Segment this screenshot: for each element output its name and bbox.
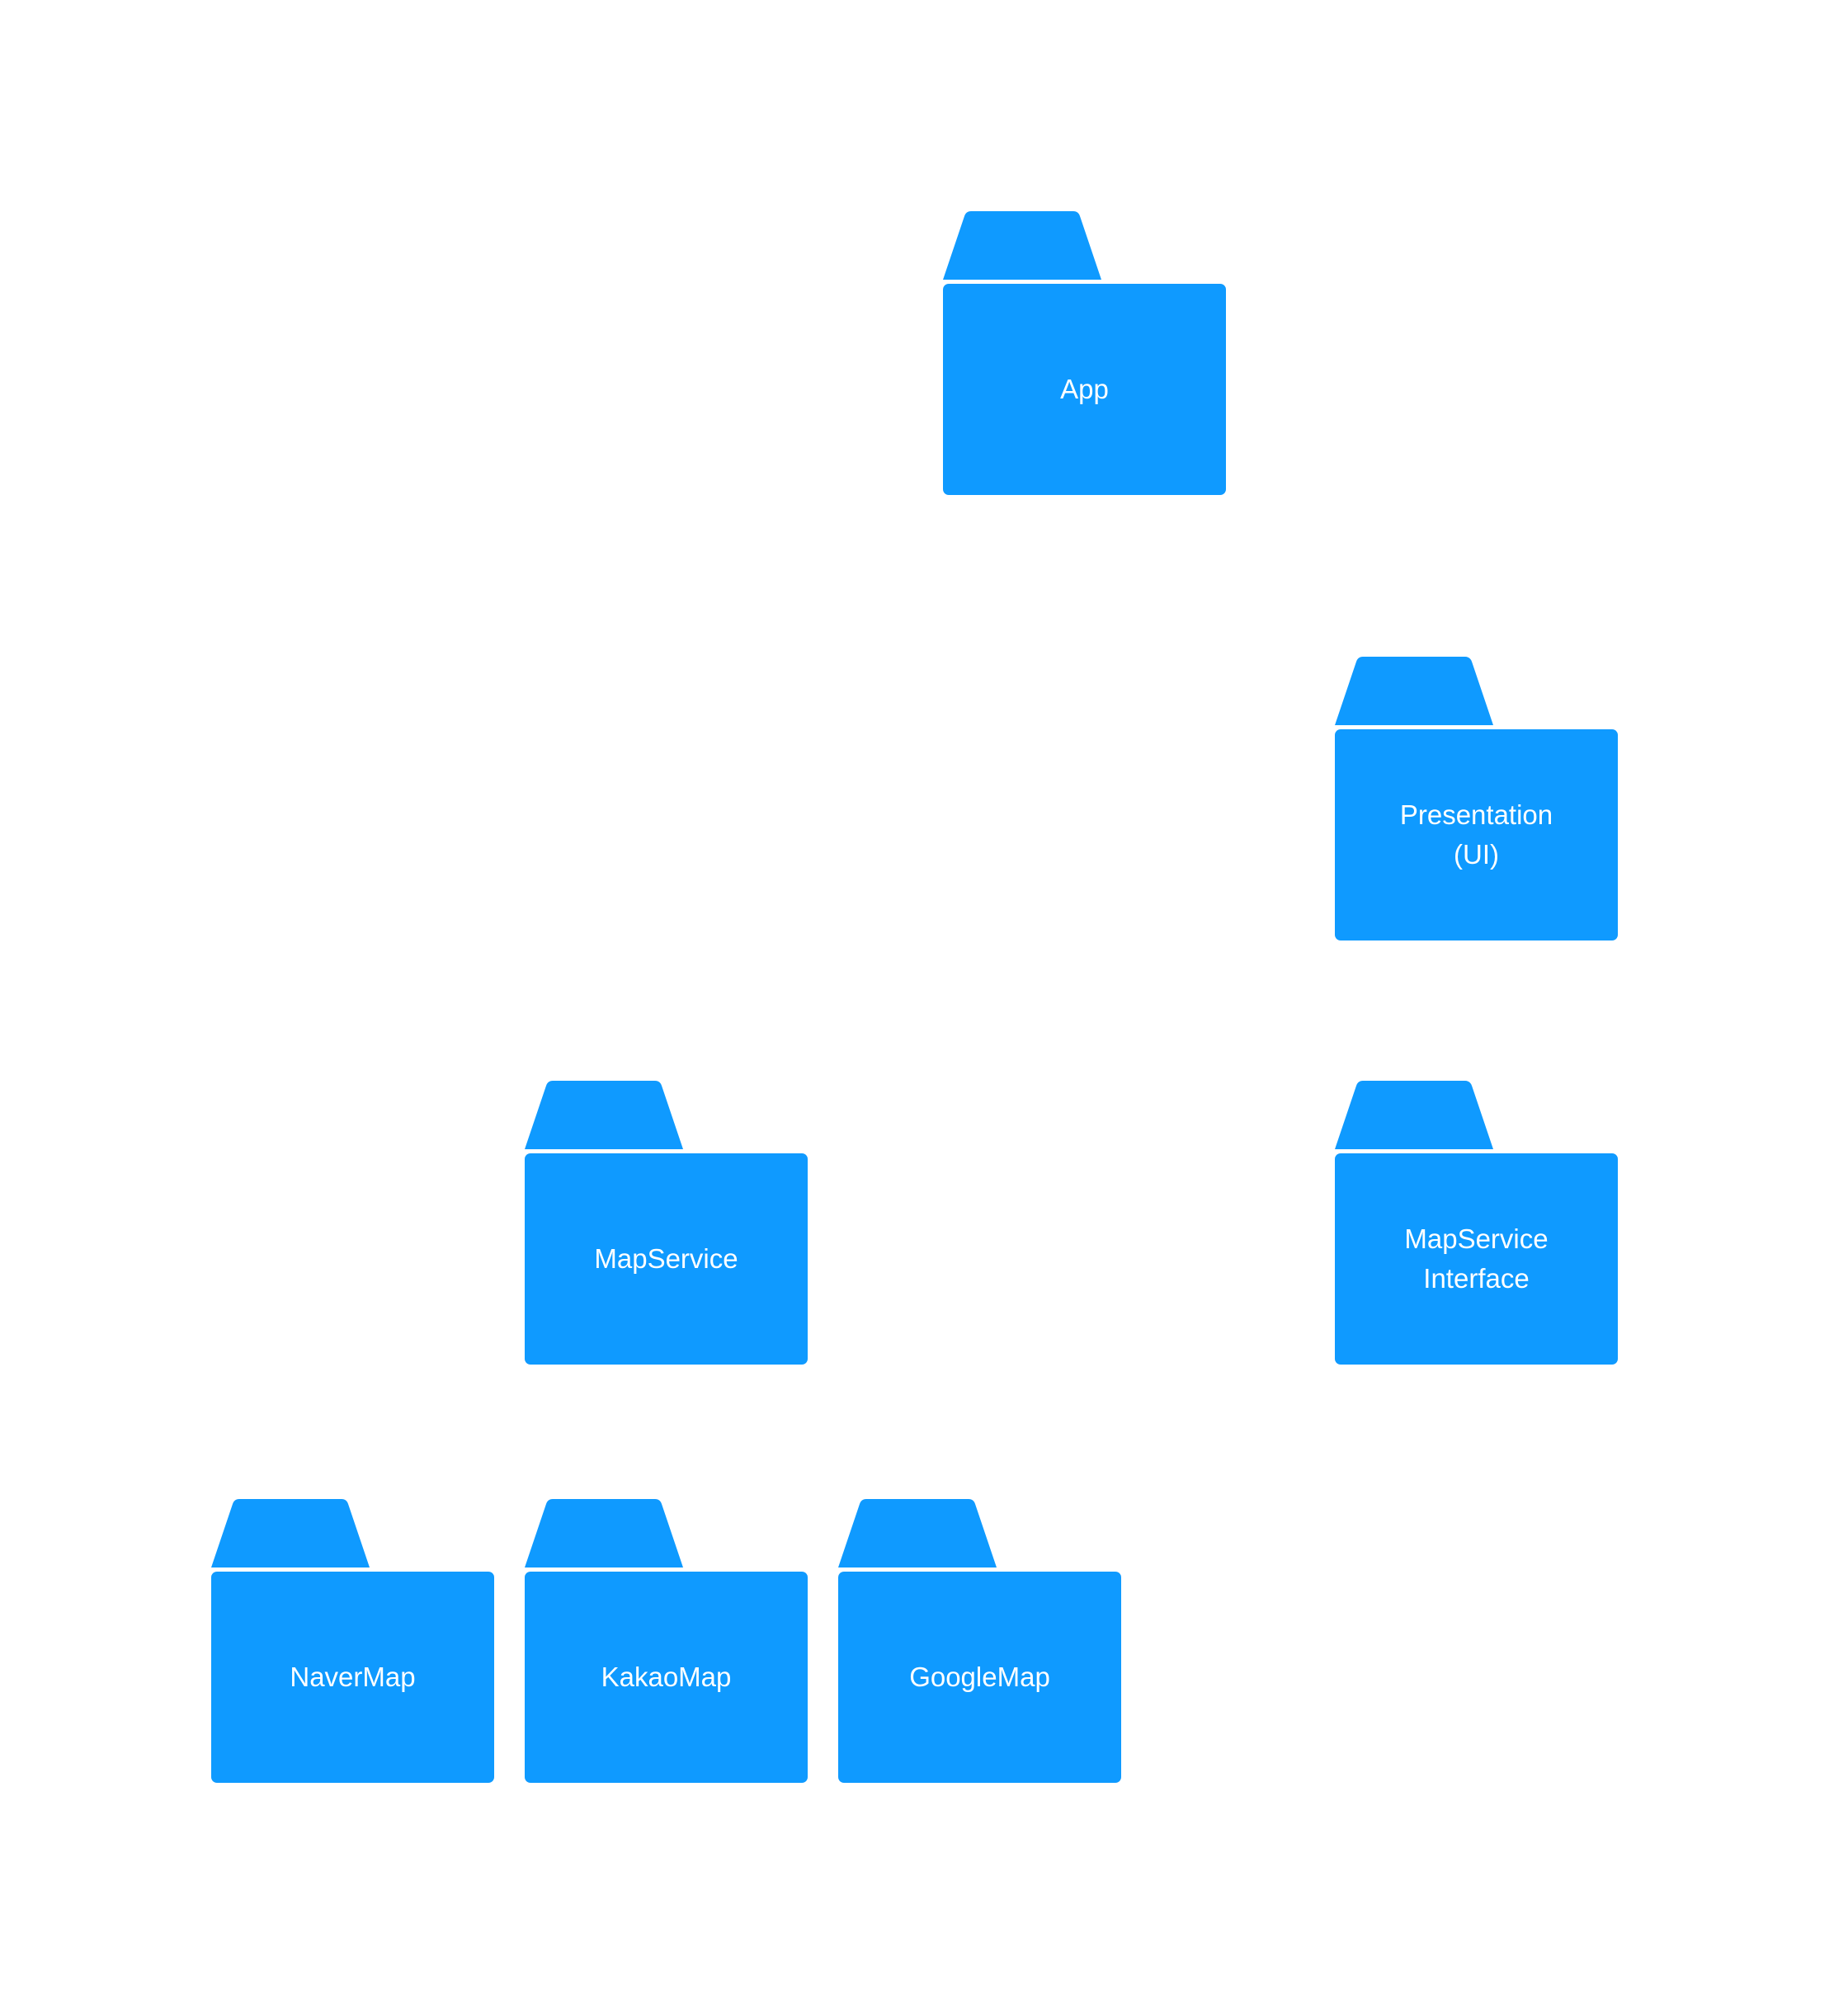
folder-label-app: App (1060, 374, 1109, 404)
folder-tab-icon (1335, 1081, 1493, 1149)
folder-label-presentation: Presentation (UI) (1399, 799, 1553, 870)
folder-mapservice: MapService (525, 1081, 808, 1365)
folder-kakaomap: KakaoMap (525, 1499, 808, 1783)
folder-label-mapservice-interface: MapService Interface (1404, 1223, 1549, 1294)
folder-body: NaverMap (211, 1572, 494, 1783)
folder-label-navermap: NaverMap (290, 1662, 416, 1692)
folder-tab-icon (838, 1499, 997, 1568)
folder-body: MapService (525, 1153, 808, 1365)
folder-label-kakaomap: KakaoMap (601, 1662, 732, 1692)
folder-mapservice-interface: MapService Interface (1335, 1081, 1618, 1365)
folder-tab-icon (211, 1499, 370, 1568)
folder-label-googlemap: GoogleMap (909, 1662, 1050, 1692)
folder-body: MapService Interface (1335, 1153, 1618, 1365)
folder-app: App (943, 211, 1226, 495)
folder-tab-icon (525, 1081, 683, 1149)
folder-googlemap: GoogleMap (838, 1499, 1121, 1783)
folder-navermap: NaverMap (211, 1499, 494, 1783)
folder-body: GoogleMap (838, 1572, 1121, 1783)
folder-body: Presentation (UI) (1335, 729, 1618, 940)
folder-label-mapservice: MapService (594, 1243, 738, 1274)
folder-tab-icon (1335, 657, 1493, 725)
folder-body: KakaoMap (525, 1572, 808, 1783)
folder-tab-icon (525, 1499, 683, 1568)
folder-body: App (943, 284, 1226, 495)
folder-tab-icon (943, 211, 1101, 280)
folder-presentation: Presentation (UI) (1335, 657, 1618, 940)
